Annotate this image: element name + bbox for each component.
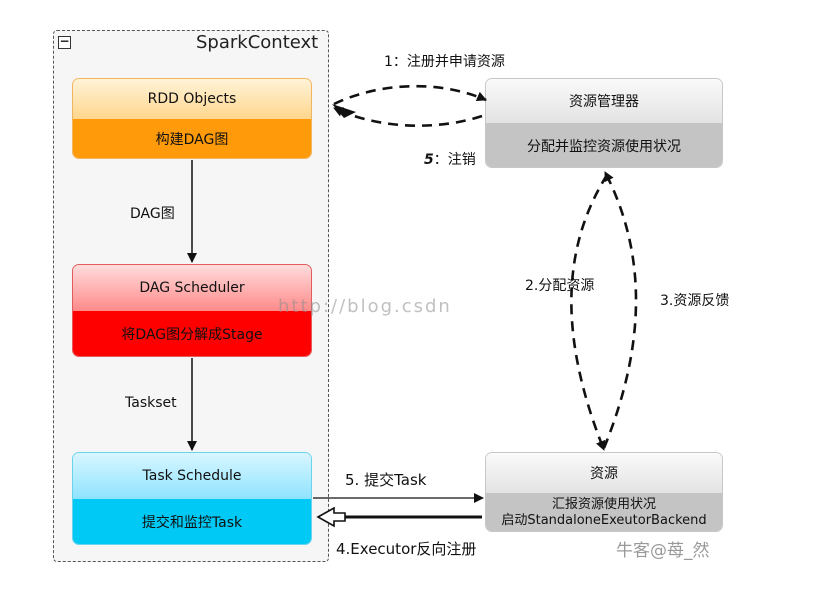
arrow-logout: [333, 106, 483, 127]
dag-scheduler-subtitle: 将DAG图分解成Stage: [73, 311, 311, 356]
task-schedule-title: Task Schedule: [73, 453, 311, 499]
resource-box: 资源 汇报资源使用状况 启动StandaloneExeutorBackend: [485, 452, 723, 532]
resource-subtitle-line1: 汇报资源使用状况: [551, 496, 656, 512]
resource-manager-title: 资源管理器: [486, 79, 722, 123]
arrow-register: [333, 84, 487, 106]
label-submit-task: 5. 提交Task: [345, 471, 427, 489]
rdd-objects-box: RDD Objects 构建DAG图: [72, 78, 312, 159]
label-executor-register: 4.Executor反向注册: [336, 540, 477, 558]
collapse-icon[interactable]: −: [58, 34, 71, 49]
resource-subtitle-line2: 启动StandaloneExeutorBackend: [501, 512, 707, 528]
label-allocate: 2.分配资源: [525, 278, 595, 294]
task-schedule-subtitle: 提交和监控Task: [73, 499, 311, 544]
hollow-arrowhead-icon: [316, 506, 346, 528]
arrow-allocate: [570, 174, 609, 451]
resource-manager-box: 资源管理器 分配并监控资源使用状况: [485, 78, 723, 168]
container-title: SparkContext: [196, 32, 319, 53]
dag-scheduler-box: DAG Scheduler 将DAG图分解成Stage: [72, 264, 312, 357]
watermark-url: http://blog.csdn: [278, 296, 452, 317]
resource-title: 资源: [486, 453, 722, 493]
dag-scheduler-title: DAG Scheduler: [73, 265, 311, 311]
label-logout-text: ：注销: [433, 152, 476, 168]
label-logout-number: 5: [424, 152, 434, 168]
watermark-source: 牛客@苺_然: [616, 541, 710, 561]
arrow-feedback: [602, 171, 638, 449]
rdd-objects-subtitle: 构建DAG图: [73, 119, 311, 158]
label-taskset: Taskset: [125, 395, 177, 411]
label-feedback: 3.资源反馈: [660, 293, 730, 309]
resource-subtitle: 汇报资源使用状况 启动StandaloneExeutorBackend: [486, 493, 722, 531]
rdd-objects-title: RDD Objects: [73, 79, 311, 119]
label-register: 1：注册并申请资源: [384, 54, 505, 70]
label-dag-graph: DAG图: [130, 206, 175, 222]
logout-arrowhead-icon: [332, 104, 356, 118]
label-logout: 5：注销: [424, 149, 476, 169]
task-schedule-box: Task Schedule 提交和监控Task: [72, 452, 312, 545]
resource-manager-subtitle: 分配并监控资源使用状况: [486, 123, 722, 167]
